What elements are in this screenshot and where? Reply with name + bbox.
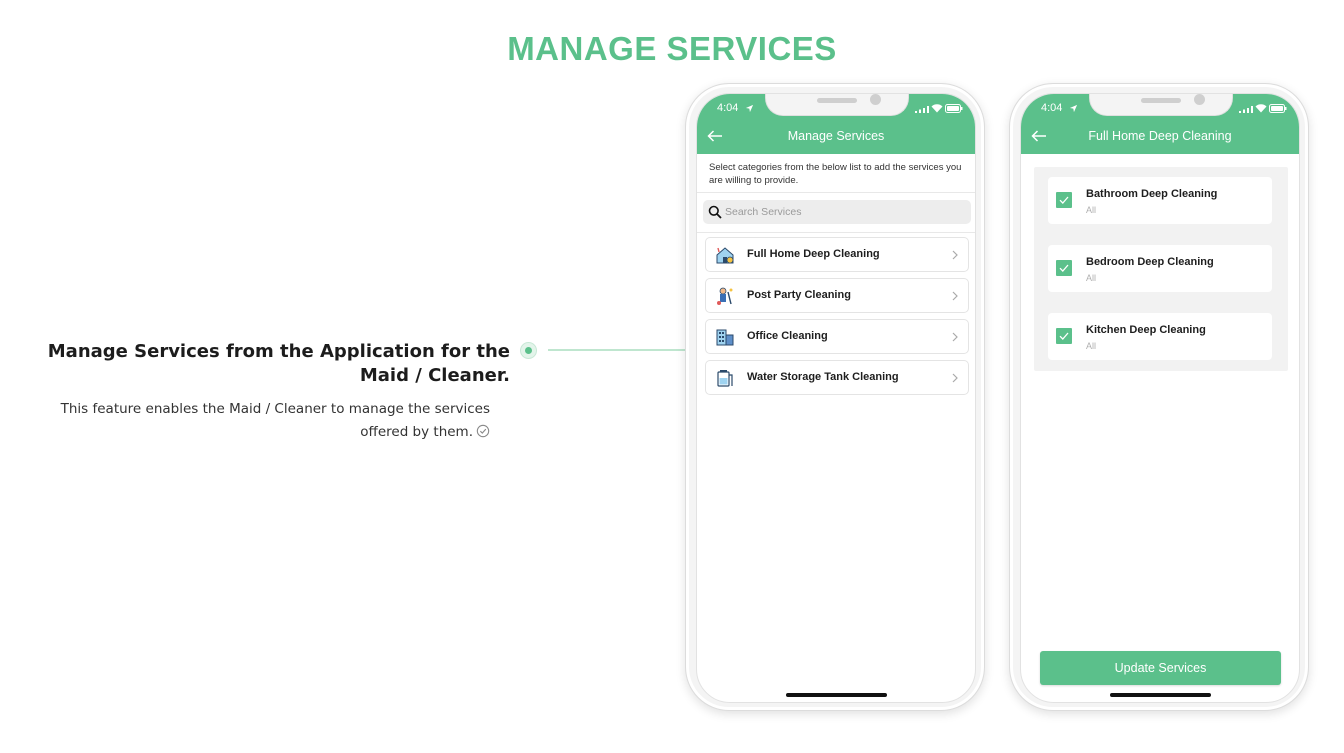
update-services-button[interactable]: Update Services [1040,651,1281,685]
status-time: 4:04 [717,102,739,114]
signal-icon [915,106,929,113]
phone-notch [1089,94,1233,116]
battery-icon [1269,104,1287,113]
back-arrow-icon[interactable] [707,130,723,142]
battery-icon [945,104,963,113]
party-cleaning-icon [717,287,733,305]
speaker [1141,98,1181,103]
water-tank-icon [717,370,733,387]
location-arrow-icon [1069,104,1078,113]
house-cleaning-icon [716,247,734,264]
phone-mockup-service-detail: 4:04 Full Home Deep Cleaning Bathroom De… [1009,83,1309,711]
service-label: Post Party Cleaning [747,289,851,301]
sub-service-title: Bedroom Deep Cleaning [1086,256,1214,268]
phone-notch [765,94,909,116]
camera [1194,94,1205,105]
checkmark-icon [1059,196,1069,204]
checkbox-checked[interactable] [1056,192,1072,208]
chevron-right-icon [952,291,958,301]
sub-service-card-bathroom[interactable]: Bathroom Deep Cleaning All [1048,177,1272,224]
search-input[interactable] [725,203,965,221]
speaker [817,98,857,103]
status-time: 4:04 [1041,102,1063,114]
service-item-full-home-deep-cleaning[interactable]: Full Home Deep Cleaning [705,237,969,272]
feature-description-text: This feature enables the Maid / Cleaner … [60,401,490,440]
chevron-right-icon [952,373,958,383]
chevron-right-icon [952,332,958,342]
camera [870,94,881,105]
checkbox-checked[interactable] [1056,328,1072,344]
sub-service-card-kitchen[interactable]: Kitchen Deep Cleaning All [1048,313,1272,360]
sub-service-subtitle: All [1086,273,1097,283]
search-bar[interactable] [703,200,971,224]
check-circle-icon [476,424,490,438]
sub-service-panel: Bathroom Deep Cleaning All Bedroom Deep … [1034,167,1288,371]
service-list: Full Home Deep Cleaning Post Party Clean… [705,237,969,401]
checkmark-icon [1059,264,1069,272]
back-arrow-icon[interactable] [1031,130,1047,142]
wifi-icon [1255,104,1267,113]
location-arrow-icon [745,104,754,113]
feature-description: This feature enables the Maid / Cleaner … [30,398,510,444]
home-indicator [1110,693,1211,697]
sub-service-card-bedroom[interactable]: Bedroom Deep Cleaning All [1048,245,1272,292]
signal-icon [1239,106,1253,113]
screen-title: Full Home Deep Cleaning [1088,129,1232,143]
connector-dot [520,342,537,359]
phone-screen: 4:04 Manage Services Select categories f… [696,93,976,703]
service-label: Office Cleaning [747,330,828,342]
checkmark-icon [1059,332,1069,340]
screen-title: Manage Services [787,129,885,143]
service-label: Full Home Deep Cleaning [747,248,880,260]
instruction-text: Select categories from the below list to… [709,162,962,186]
status-icons [1239,103,1287,114]
page-title: MANAGE SERVICES [507,30,837,67]
sub-service-subtitle: All [1086,341,1097,351]
connector-line [548,349,686,351]
sub-service-title: Kitchen Deep Cleaning [1086,324,1206,336]
sub-service-subtitle: All [1086,205,1097,215]
service-item-post-party-cleaning[interactable]: Post Party Cleaning [705,278,969,313]
office-building-icon [716,329,734,346]
service-item-water-storage-tank-cleaning[interactable]: Water Storage Tank Cleaning [705,360,969,395]
divider [697,192,975,193]
divider [697,232,975,233]
phone-mockup-manage-services: 4:04 Manage Services Select categories f… [685,83,985,711]
status-icons [915,103,963,114]
wifi-icon [931,104,943,113]
phone-screen: 4:04 Full Home Deep Cleaning Bathroom De… [1020,93,1300,703]
chevron-right-icon [952,250,958,260]
service-item-office-cleaning[interactable]: Office Cleaning [705,319,969,354]
feature-title: Manage Services from the Application for… [47,341,510,386]
home-indicator [786,693,887,697]
feature-block: Manage Services from the Application for… [30,340,510,444]
checkbox-checked[interactable] [1056,260,1072,276]
service-label: Water Storage Tank Cleaning [747,371,899,383]
sub-service-title: Bathroom Deep Cleaning [1086,188,1218,200]
search-icon [708,205,722,219]
